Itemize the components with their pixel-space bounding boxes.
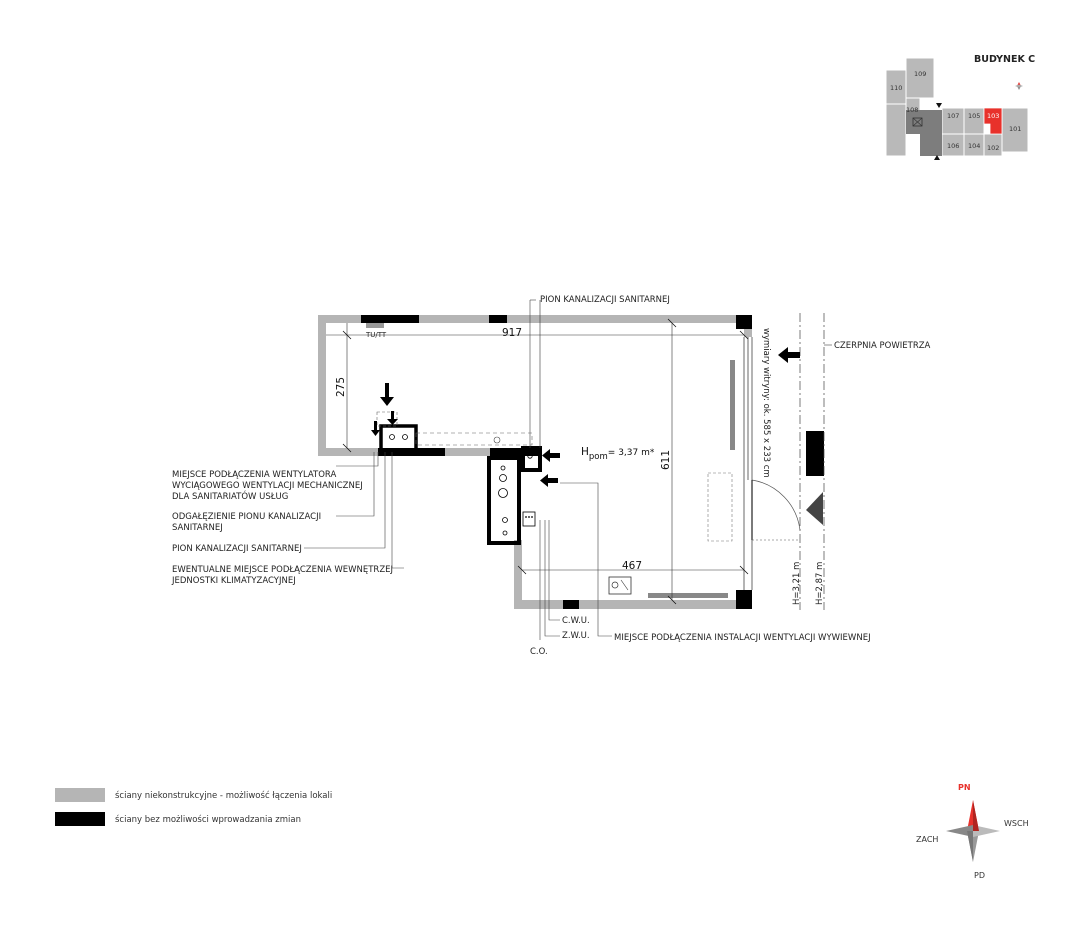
unit-label-106: 106 bbox=[947, 142, 959, 150]
stair-core-lower bbox=[920, 124, 942, 156]
structural-top-2 bbox=[489, 315, 507, 323]
compass-north: PN bbox=[958, 783, 971, 792]
window-dimensions: wymiary witryny: ok. 585 x 233 cm bbox=[761, 328, 771, 478]
structural-mid-1 bbox=[378, 448, 445, 456]
wall-bottom bbox=[514, 600, 750, 609]
label-zwu: Z.W.U. bbox=[562, 631, 590, 641]
wall-left-lower bbox=[514, 540, 522, 609]
label-nawiew: MIEJSCE PODŁĄCZENIA INSTALACJI WENTYLACJ… bbox=[614, 633, 871, 643]
arrow-down-small-icon-2 bbox=[371, 421, 380, 436]
legend: ściany niekonstrukcyjne - możliwość łącz… bbox=[55, 788, 332, 826]
label-pion-top: PION KANALIZACJI SANITARNEJ bbox=[540, 295, 670, 305]
column-exterior bbox=[806, 431, 824, 476]
dimension-height-right: 611 bbox=[660, 450, 672, 470]
dimension-width-bottom: 467 bbox=[622, 560, 642, 572]
entrance-marker-bottom bbox=[934, 155, 940, 160]
compass-east: WSCH bbox=[1004, 819, 1029, 828]
arrow-left-installation-icon bbox=[540, 474, 558, 487]
arrow-down-small-icon bbox=[387, 411, 398, 425]
label-odgalezienie-1: ODGAŁĘZIENIE PIONU KANALIZACJI bbox=[172, 512, 321, 522]
arrows bbox=[371, 347, 800, 487]
structural-mid-2 bbox=[490, 448, 540, 456]
installation-shaft bbox=[487, 456, 521, 545]
structural-corner-br bbox=[736, 590, 752, 609]
legend-swatch-grey bbox=[55, 788, 105, 802]
unit-109 bbox=[905, 57, 935, 99]
label-cwu: C.W.U. bbox=[562, 616, 590, 626]
key-compass-icon bbox=[1015, 82, 1023, 90]
elevator-icon bbox=[912, 117, 923, 127]
legend-text-grey: ściany niekonstrukcyjne - możliwość łącz… bbox=[115, 790, 332, 801]
label-odgalezienie-2: SANITARNEJ bbox=[172, 523, 223, 533]
wall-mid-left bbox=[318, 448, 378, 456]
structural-corner-tr bbox=[736, 315, 752, 329]
storefront bbox=[743, 337, 753, 590]
unit-label-105: 105 bbox=[968, 112, 980, 120]
unit-label-109: 109 bbox=[914, 70, 926, 78]
svg-text:Hpom= 3,37 m*: Hpom= 3,37 m* bbox=[581, 446, 655, 462]
unit-label-108: 108 bbox=[906, 106, 918, 114]
compass-rose-icon: PN WSCH ZACH PD bbox=[916, 783, 1029, 880]
label-klima-2: JEDNOSTKI KLIMATYZACYJNEJ bbox=[171, 576, 296, 586]
dimension-height-left: 275 bbox=[335, 377, 347, 397]
label-wentylator-3: DLA SANITARIATÓW USŁUG bbox=[172, 490, 288, 502]
compass-south: PD bbox=[974, 871, 985, 880]
height-h1: H=3,21 m bbox=[792, 562, 802, 605]
radiator-bottom bbox=[648, 593, 728, 598]
mat-area bbox=[707, 472, 733, 542]
arrow-left-intake-icon bbox=[778, 347, 800, 363]
ceiling-duct bbox=[415, 432, 533, 446]
sewage-shaft bbox=[521, 446, 542, 472]
walls: TU/TT bbox=[318, 313, 825, 610]
label-klima-1: EWENTUALNE MIEJSCE PODŁĄCZENIA WEWNĘTRZE… bbox=[172, 565, 393, 575]
unit-label-110: 110 bbox=[890, 84, 902, 92]
key-plan: BUDYNEK C 109 110 108 107 105 103 bbox=[885, 54, 1035, 160]
unit-label-102: 102 bbox=[987, 144, 999, 152]
unit-label-103: 103 bbox=[987, 112, 999, 120]
label-wentylator-2: WYCIĄGOWEGO WENTYLACJI MECHANICZNEJ bbox=[172, 481, 363, 491]
wall-mid-grey bbox=[445, 448, 490, 456]
room-height: Hpom= 3,37 m* bbox=[581, 446, 655, 462]
entrance-marker-top bbox=[936, 103, 942, 108]
label-czerpnia: CZERPNIA POWIETRZA bbox=[834, 341, 931, 351]
structural-top-1 bbox=[361, 315, 419, 323]
arrow-down-icon bbox=[380, 383, 394, 406]
unit-left-block bbox=[885, 103, 907, 157]
label-wentylator-1: MIEJSCE PODŁĄCZENIA WENTYLATORA bbox=[172, 470, 336, 480]
ventilation-shaft bbox=[379, 424, 418, 452]
unit-label-104: 104 bbox=[968, 142, 980, 150]
compass-west: ZACH bbox=[916, 835, 938, 844]
wall-top bbox=[318, 315, 752, 323]
tu-box bbox=[366, 323, 384, 328]
label-co: C.O. bbox=[530, 647, 548, 657]
entrance-triangle-icon bbox=[806, 492, 823, 525]
radiator-right bbox=[730, 360, 735, 450]
unit-101 bbox=[1001, 107, 1029, 153]
legend-swatch-black bbox=[55, 812, 105, 826]
building-title: BUDYNEK C bbox=[974, 54, 1035, 65]
door-swing bbox=[751, 479, 801, 531]
unit-label-101: 101 bbox=[1009, 125, 1021, 133]
unit-103-highlight bbox=[983, 107, 1003, 135]
unit-label-107: 107 bbox=[947, 112, 959, 120]
dimension-width-top: 917 bbox=[502, 327, 522, 339]
leader-lines bbox=[304, 299, 832, 640]
label-pion-left: PION KANALIZACJI SANITARNEJ bbox=[172, 544, 302, 554]
legend-text-black: ściany bez możliwości wprowadzania zmian bbox=[115, 814, 301, 825]
boiler-icon bbox=[608, 576, 632, 595]
arrow-left-shaft-icon bbox=[542, 449, 560, 462]
height-h2: H=2,87 m bbox=[815, 562, 825, 605]
wall-right-top bbox=[744, 323, 752, 337]
structural-bottom-1 bbox=[563, 600, 579, 609]
dimension-lines bbox=[326, 300, 744, 600]
wall-left-upper bbox=[318, 315, 326, 456]
